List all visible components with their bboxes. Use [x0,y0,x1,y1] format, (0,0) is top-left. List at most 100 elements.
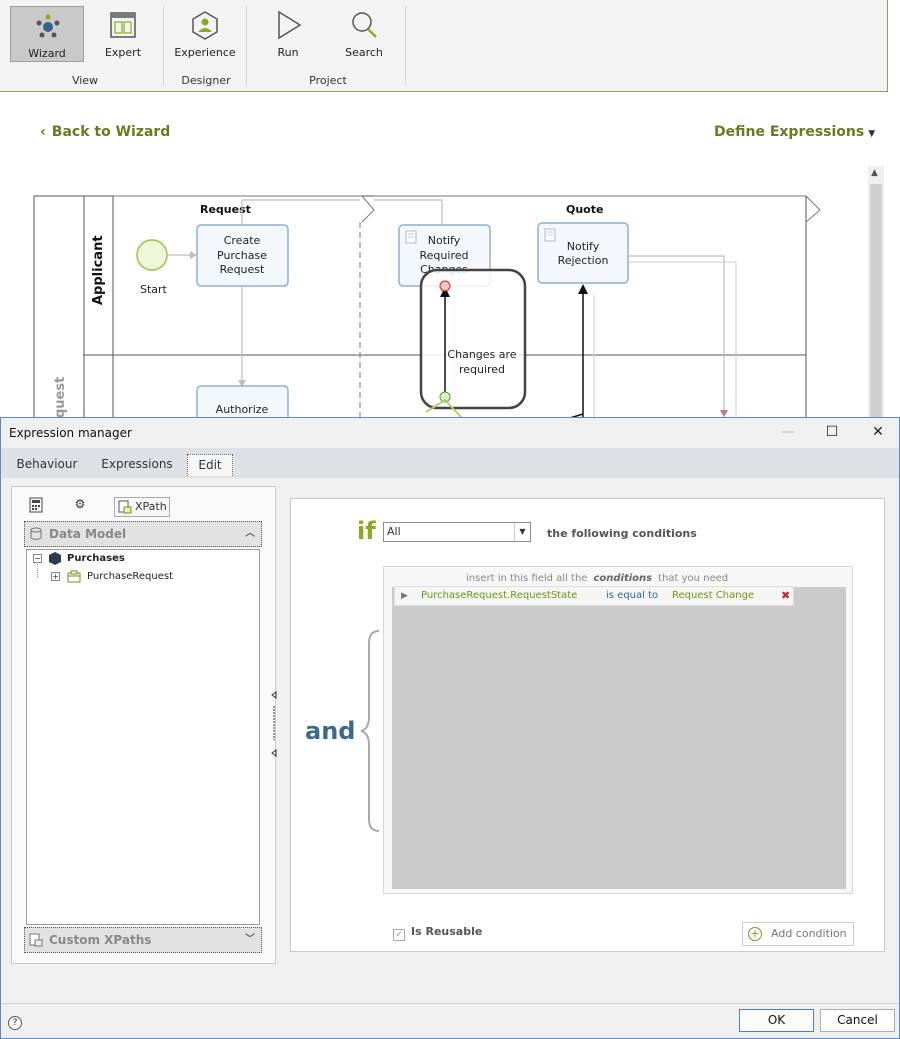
cancel-button[interactable]: Cancel [820,1009,895,1032]
check-icon[interactable]: ✓ [393,929,405,941]
wizard-icon [36,14,60,38]
gateway-edge [425,398,463,418]
define-expressions-dropdown[interactable]: Define Expressions▼ [714,124,876,140]
task-label: Purchase [217,249,267,262]
custom-xpaths-header[interactable]: Custom XPaths ﹀ [24,927,262,953]
conditions-list[interactable] [392,587,846,889]
back-to-wizard-link[interactable]: ‹Back to Wizard [40,124,171,140]
arrowhead [440,287,450,297]
callout-label: Changes are [447,348,516,361]
minimize-icon[interactable]: — [781,424,795,440]
ribbon-separator [246,6,247,86]
ok-button[interactable]: OK [739,1009,814,1032]
data-model-header[interactable]: Data Model ︿ [24,521,262,547]
arrowhead [720,410,728,417]
task-label: Create [224,234,261,247]
match-mode-select[interactable]: All ▼ [383,522,531,542]
expand-icon[interactable]: + [51,572,60,581]
condition-operator[interactable]: is equal to [606,590,659,601]
xpath-icon [118,500,132,514]
help-icon[interactable]: ? [8,1016,22,1030]
plus-icon: + [748,927,762,941]
connector-start-point[interactable] [439,391,451,403]
scroll-up-icon[interactable]: ▲ [871,168,878,178]
callout-label: required [459,363,505,376]
group-label-project: Project [309,74,347,87]
condition-callout[interactable] [419,268,527,410]
start-label: Start [140,283,168,296]
ribbon-separator [405,6,406,86]
collapse-icon[interactable]: − [33,554,42,563]
group-label-view: View [71,74,99,87]
arrowhead [190,251,197,259]
chevron-down-icon[interactable]: ﹀ [245,934,255,945]
process-diagram: Applicant quest Request Quote Start Crea… [33,195,821,418]
phase-request-shape [113,195,375,223]
dialog-title: Expression manager [9,426,132,440]
connector-end-point[interactable] [439,280,451,292]
xpath-button[interactable]: XPath [114,497,170,517]
brace-icon [360,630,380,832]
task-notify-rejection[interactable] [537,222,629,284]
scrollbar-thumb[interactable] [870,184,882,418]
connector [628,261,737,418]
diagram-scrollbar[interactable]: ▲ [868,166,884,418]
condition-editor: if All ▼ the following conditions and in… [290,498,885,952]
task-label: Required [420,249,469,262]
task-label: Notify [428,234,461,247]
tree-item-purchaserequest[interactable]: PurchaseRequest [87,571,174,582]
gear-icon[interactable]: ⚙ [74,497,86,511]
expert-button[interactable]: Expert [86,6,160,62]
condition-field[interactable]: PurchaseRequest.RequestState [421,590,578,601]
phase-quote-shape [374,195,821,223]
task-label: Rejection [558,254,609,267]
panel-splitter[interactable] [271,688,277,760]
is-reusable-checkbox[interactable]: ✓Is Reusable [393,925,482,941]
caret-down-icon: ▼ [868,129,876,139]
task-authorize[interactable] [196,385,289,418]
tab-behaviour[interactable]: Behaviour [16,457,78,471]
tab-edit[interactable]: Edit [187,454,233,476]
ribbon-edge [887,0,888,92]
search-button[interactable]: Search [327,6,401,62]
experience-button[interactable]: Experience [168,6,242,62]
group-label-designer: Designer [181,74,231,87]
play-icon[interactable]: ▶ [401,591,408,601]
search-icon [352,12,377,38]
data-model-panel: ⚙ XPath Data Model ︿ − Purchases + Purch… [11,486,276,964]
xpath-icon [29,933,43,947]
ribbon: Wizard Expert Experience Run Search [0,0,888,92]
wizard-button[interactable]: Wizard [10,6,84,62]
delete-icon[interactable]: ✖ [781,589,791,602]
condition-row[interactable]: ▶ PurchaseRequest.RequestState is equal … [394,586,794,606]
phase-label-request: Request [200,203,251,216]
folder-icon [67,570,81,583]
start-event[interactable] [136,239,168,271]
task-label: Notify [567,240,600,253]
chevron-up-icon[interactable]: ︿ [245,528,255,539]
task-create-purchase-request[interactable] [196,224,289,287]
close-icon[interactable]: ✕ [872,424,884,440]
task-label: Authorize [216,403,269,416]
chevron-left-icon: ‹ [40,124,46,140]
lane-label-applicant: Applicant [91,235,106,305]
tree-item-purchases[interactable]: Purchases [67,553,125,564]
entity-icon [49,552,61,565]
data-model-tree: − Purchases + PurchaseRequest [26,549,260,925]
ribbon-separator [163,6,164,86]
tree-line [37,564,38,577]
if-keyword: if [357,517,376,545]
tab-expressions[interactable]: Expressions [101,457,173,471]
chevron-down-icon[interactable]: ▼ [514,523,530,541]
add-condition-button[interactable]: + Add condition [742,922,854,946]
lane-label-request: quest [53,377,68,418]
phase-label-quote: Quote [566,203,603,216]
calculator-icon[interactable] [24,497,48,517]
condition-value[interactable]: Request Change [672,590,755,601]
run-button[interactable]: Run [251,6,325,62]
maximize-icon[interactable]: ☐ [825,424,839,440]
expert-icon [110,12,136,38]
arrowhead [238,380,246,387]
